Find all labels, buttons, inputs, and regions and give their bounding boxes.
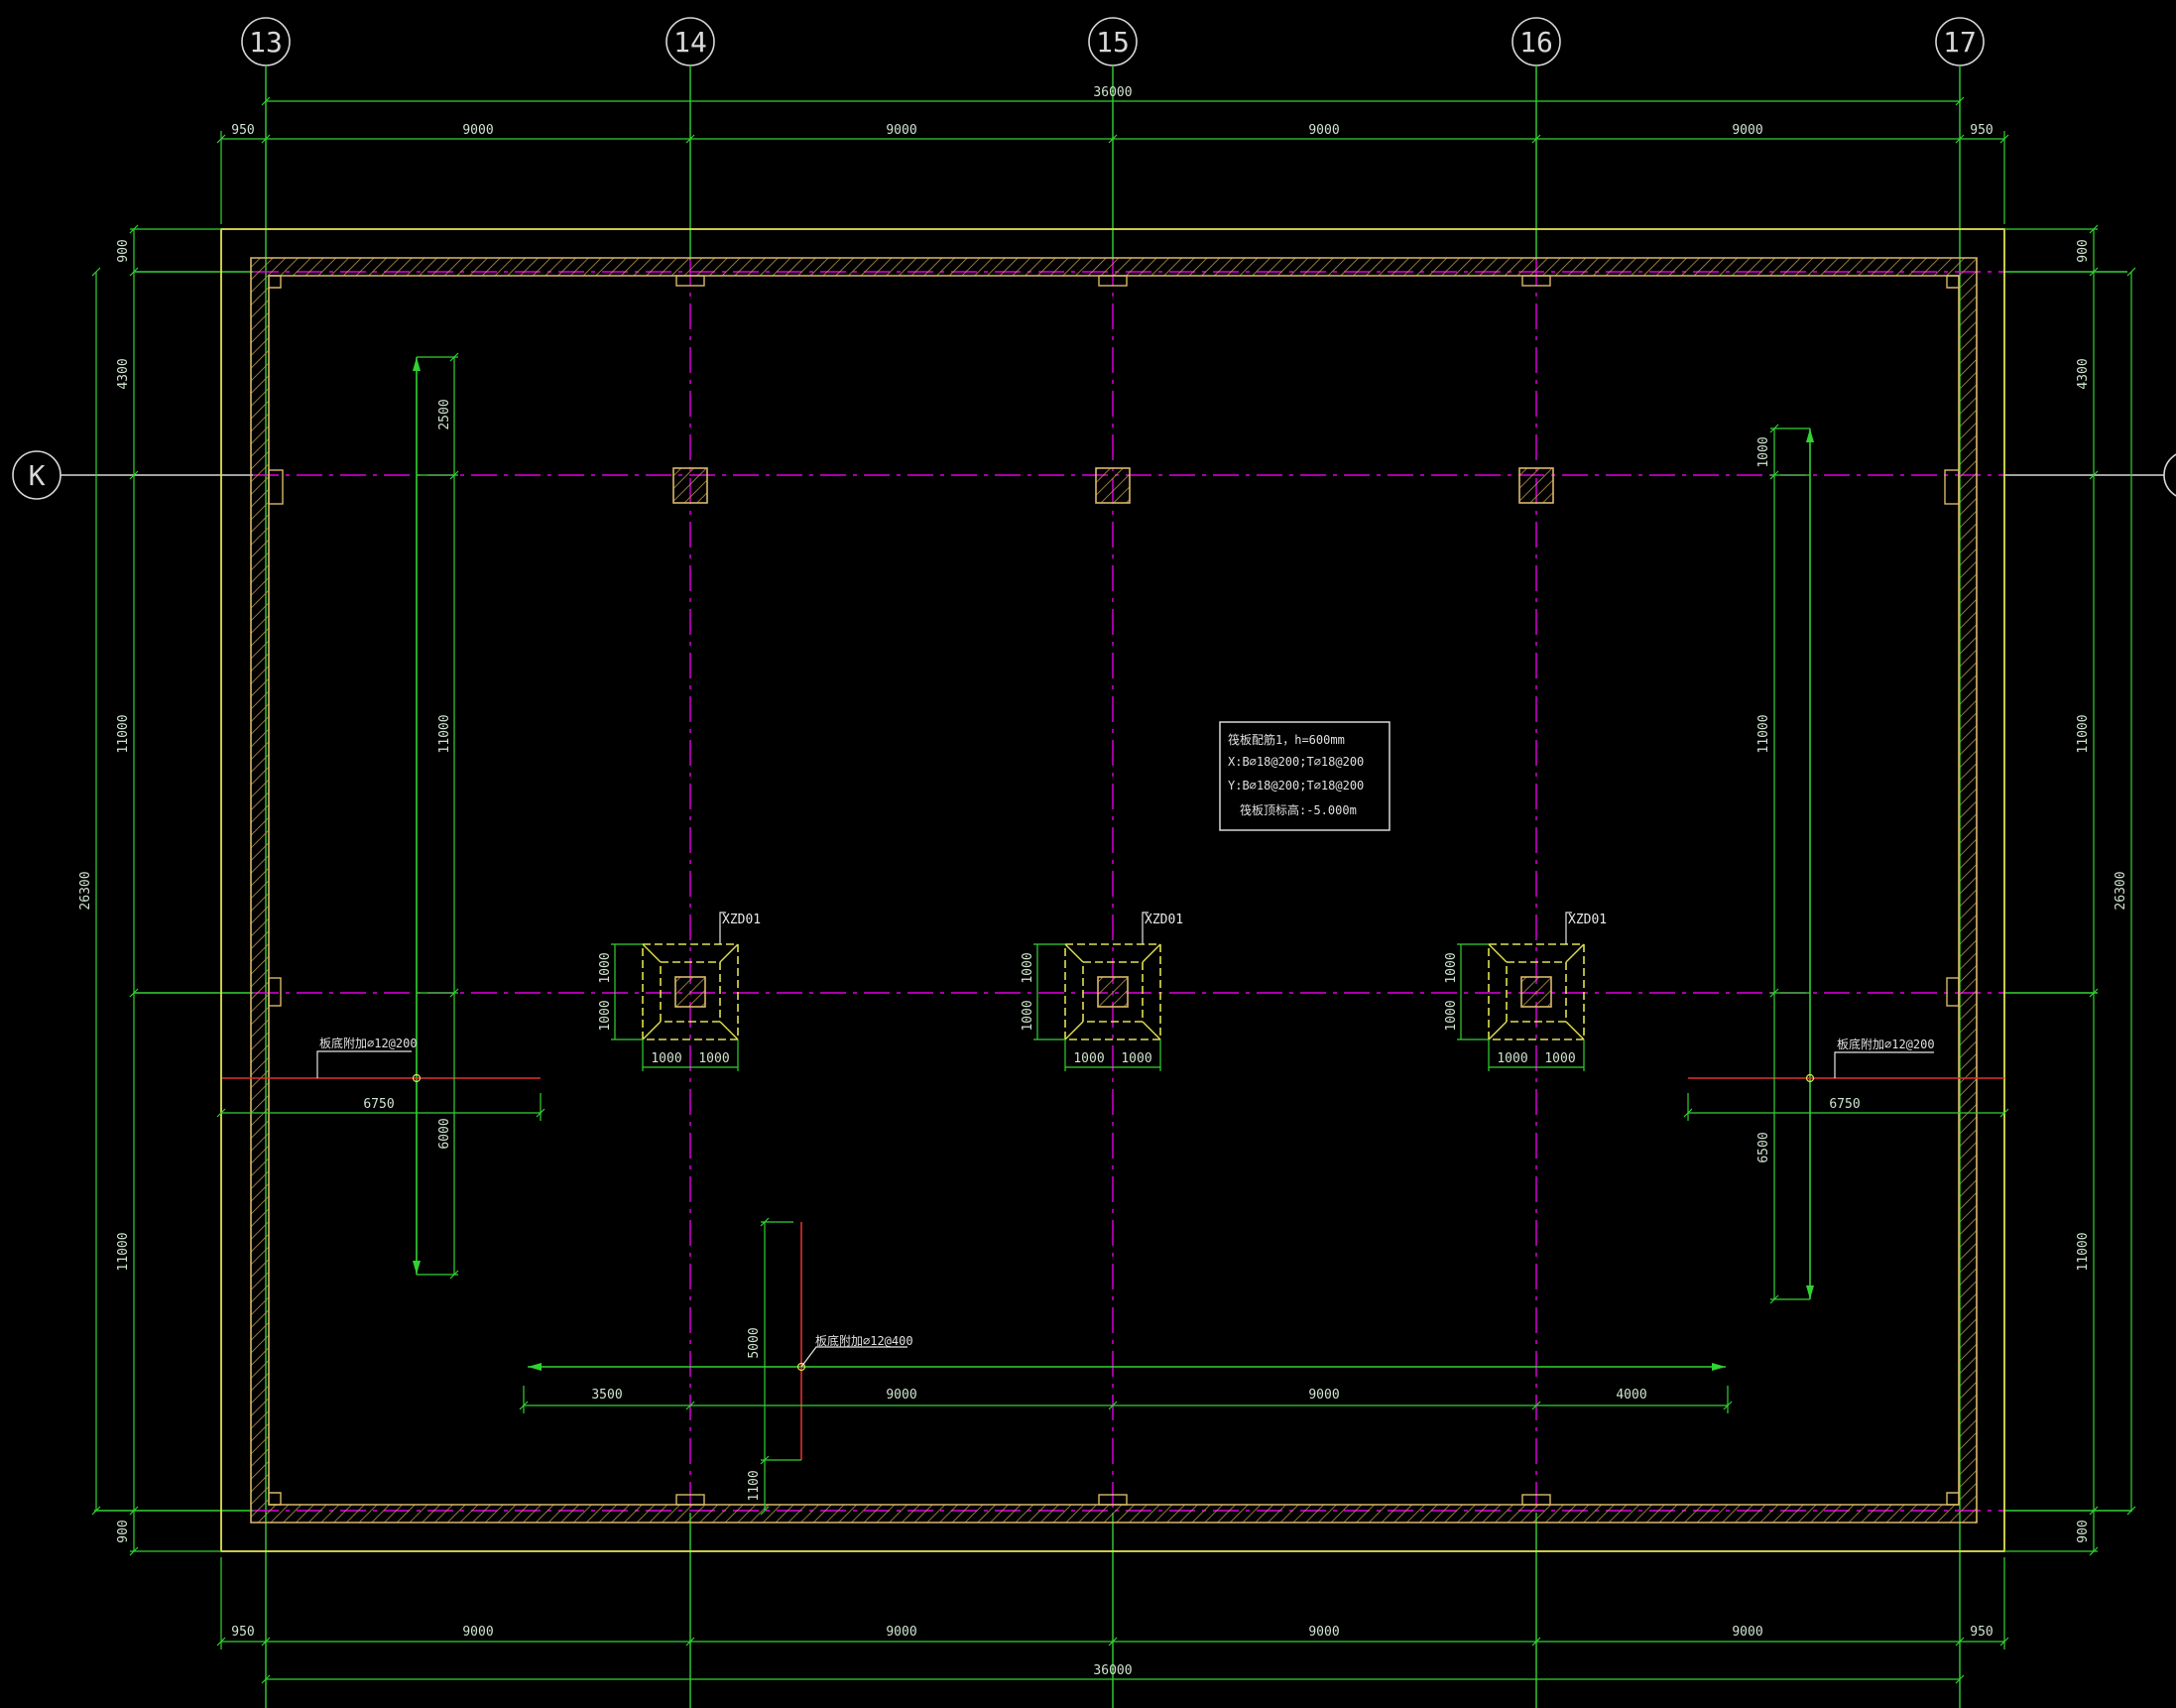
rebar-right-note: 板底附加⌀12@200 bbox=[1837, 1037, 1935, 1051]
dim-bottom-0: 950 bbox=[231, 1625, 254, 1640]
rebar-right-dim-h: 6750 bbox=[1829, 1097, 1860, 1112]
dim-left-3: 11000 bbox=[116, 1232, 131, 1271]
bottom-dimensions bbox=[216, 1557, 2009, 1684]
dim-top-overall: 36000 bbox=[1093, 85, 1132, 100]
axis-bubble-15: 15 bbox=[1088, 17, 1138, 66]
raft-note-line-3: 筏板顶标高:-5.000m bbox=[1240, 802, 1357, 817]
dim-left-4: 900 bbox=[116, 1520, 131, 1542]
raft-note-box[interactable]: 筏板配筋1，h=600mm X:B⌀18@200;T⌀18@200 Y:B⌀18… bbox=[1219, 721, 1390, 831]
cap-dim-h-1: 1000 bbox=[1544, 1051, 1575, 1066]
svg-text:15: 15 bbox=[1096, 26, 1130, 59]
rebar-right-dim-1: 11000 bbox=[1756, 714, 1771, 753]
dim-right-2: 11000 bbox=[2076, 714, 2091, 753]
dim-top-4: 9000 bbox=[1732, 123, 1762, 138]
rebar-bottom-note: 板底附加⌀12@400 bbox=[815, 1333, 913, 1348]
rebar-bottom-dim-v-0: 5000 bbox=[747, 1327, 762, 1358]
rebar-left-dim-h: 6750 bbox=[363, 1097, 394, 1112]
left-dimensions bbox=[91, 224, 221, 1556]
rebar-right-dim-2: 6500 bbox=[1756, 1132, 1771, 1162]
cap-dim-h-0: 1000 bbox=[1073, 1051, 1104, 1066]
cap-dim-v-1: 1000 bbox=[598, 1000, 613, 1031]
axis-bubble-k-left: K bbox=[12, 450, 253, 500]
column-cap-tag: XZD01 bbox=[722, 913, 761, 927]
rebar-left-dim-1: 11000 bbox=[437, 714, 452, 753]
dim-left-2: 11000 bbox=[116, 714, 131, 753]
cap-dim-h-0: 1000 bbox=[1497, 1051, 1527, 1066]
dim-left-overall: 26300 bbox=[78, 871, 93, 910]
dim-left-0: 900 bbox=[116, 239, 131, 262]
dim-right-3: 11000 bbox=[2076, 1232, 2091, 1271]
dim-bottom-1: 9000 bbox=[462, 1625, 493, 1640]
svg-text:17: 17 bbox=[1943, 26, 1977, 59]
rebar-left[interactable]: 板底附加⌀12@200 2500 11000 6000 6750 bbox=[216, 352, 545, 1280]
dim-bottom-2: 9000 bbox=[886, 1625, 916, 1640]
column-cap-2[interactable]: XZD01 1000 1000 1000 1000 bbox=[1021, 912, 1183, 1071]
cap-dim-v-0: 1000 bbox=[1021, 952, 1035, 983]
axis-bubble-k-right bbox=[2003, 453, 2176, 497]
dim-right-1: 4300 bbox=[2076, 358, 2091, 389]
axis-bubble-13: 13 bbox=[241, 17, 291, 66]
rebar-left-note: 板底附加⌀12@200 bbox=[319, 1036, 418, 1050]
rebar-bottom-dim-h-2: 9000 bbox=[1308, 1388, 1339, 1403]
dim-top-3: 9000 bbox=[1308, 123, 1339, 138]
column-cap-1[interactable]: XZD01 1000 1000 1000 1000 bbox=[598, 912, 761, 1071]
rebar-right-dim-0: 1000 bbox=[1756, 436, 1771, 467]
raft-note-line-1: X:B⌀18@200;T⌀18@200 bbox=[1228, 755, 1364, 769]
cap-dim-h-1: 1000 bbox=[1121, 1051, 1151, 1066]
svg-text:K: K bbox=[29, 459, 46, 492]
rebar-bottom[interactable]: 板底附加⌀12@400 5000 1100 3500 9000 9000 400… bbox=[519, 1217, 1733, 1516]
svg-text:16: 16 bbox=[1519, 26, 1553, 59]
dim-top-1: 9000 bbox=[462, 123, 493, 138]
retaining-wall-hatch bbox=[250, 257, 1978, 1524]
dim-top-5: 950 bbox=[1970, 123, 1993, 138]
raft-note-line-2: Y:B⌀18@200;T⌀18@200 bbox=[1228, 779, 1364, 793]
cap-dim-v-1: 1000 bbox=[1444, 1000, 1459, 1031]
cap-dim-h-0: 1000 bbox=[651, 1051, 681, 1066]
rebar-right[interactable]: 板底附加⌀12@200 1000 11000 6500 6750 bbox=[1683, 424, 2009, 1304]
dim-right-4: 900 bbox=[2076, 1520, 2091, 1542]
raft-outline bbox=[220, 228, 2005, 1552]
dim-right-overall: 26300 bbox=[2114, 871, 2128, 910]
rebar-bottom-dim-h-3: 4000 bbox=[1616, 1388, 1646, 1403]
grid-lines-vertical bbox=[265, 65, 1961, 1708]
rebar-bottom-dim-h-1: 9000 bbox=[886, 1388, 916, 1403]
cap-dim-v-0: 1000 bbox=[1444, 952, 1459, 983]
dim-right-0: 900 bbox=[2076, 239, 2091, 262]
top-dimensions bbox=[216, 96, 2009, 224]
dim-left-1: 4300 bbox=[116, 358, 131, 389]
column-cap-3[interactable]: XZD01 1000 1000 1000 1000 bbox=[1444, 912, 1607, 1071]
dim-bottom-overall: 36000 bbox=[1093, 1663, 1132, 1678]
columns-axis-k bbox=[672, 467, 1554, 504]
raft-note-line-0: 筏板配筋1，h=600mm bbox=[1228, 732, 1345, 747]
wall-pilasters bbox=[268, 275, 1960, 1506]
cap-dim-v-1: 1000 bbox=[1021, 1000, 1035, 1031]
rebar-bottom-dim-v-1: 1100 bbox=[747, 1470, 762, 1501]
right-dimensions bbox=[2004, 224, 2136, 1556]
column-cap-tag: XZD01 bbox=[1568, 913, 1607, 927]
cap-dim-h-1: 1000 bbox=[698, 1051, 729, 1066]
svg-text:14: 14 bbox=[673, 26, 707, 59]
svg-text:13: 13 bbox=[249, 26, 283, 59]
dim-bottom-5: 950 bbox=[1970, 1625, 1993, 1640]
rebar-bottom-dim-h-0: 3500 bbox=[591, 1388, 622, 1403]
dim-bottom-3: 9000 bbox=[1308, 1625, 1339, 1640]
axis-bubble-16: 16 bbox=[1511, 17, 1561, 66]
axis-bubble-17: 17 bbox=[1935, 17, 1985, 66]
rebar-left-dim-2: 6000 bbox=[437, 1118, 452, 1149]
rebar-left-dim-0: 2500 bbox=[437, 399, 452, 429]
column-cap-tag: XZD01 bbox=[1145, 913, 1183, 927]
dim-top-0: 950 bbox=[231, 123, 254, 138]
dim-bottom-4: 9000 bbox=[1732, 1625, 1762, 1640]
axis-bubble-14: 14 bbox=[665, 17, 715, 66]
dim-top-2: 9000 bbox=[886, 123, 916, 138]
cap-dim-v-0: 1000 bbox=[598, 952, 613, 983]
